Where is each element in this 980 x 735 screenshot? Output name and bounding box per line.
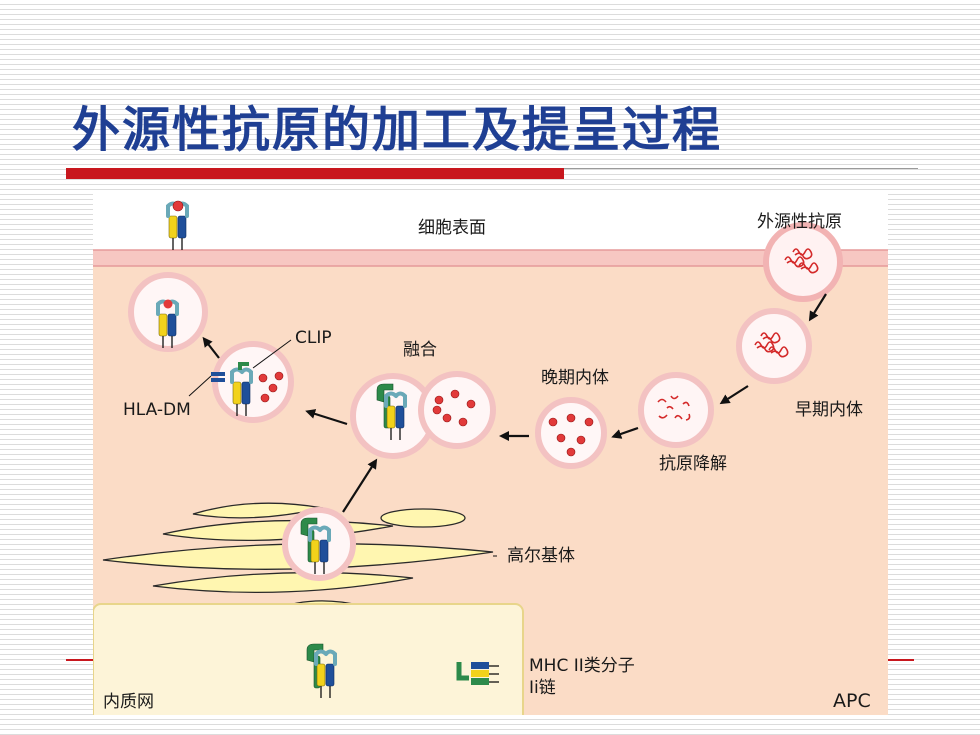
title-accent-bar [66,168,564,179]
antigen-processing-figure: 细胞表面 外源性抗原 CLIP 融合 晚期内体 HLA-DM 早期内体 抗原降解… [92,190,888,735]
exocytic-vesicle [128,272,208,352]
diagram-canvas [92,190,888,735]
early-endosome [736,308,812,384]
plasma-membrane [93,250,888,266]
fusion-vesicles [350,371,496,459]
footer-accent-left [66,659,94,661]
slide-title: 外源性抗原的加工及提呈过程 [72,102,723,158]
title-divider [564,168,918,169]
mhc-loading-compartment [211,341,294,423]
pathway-arrows [202,293,827,513]
footer-accent-right [888,659,914,661]
label-ii-chain: Ii链 [529,678,556,698]
degradation-vesicle [638,372,714,448]
label-antigen-degradation: 抗原降解 [659,454,727,474]
label-hla-dm: HLA-DM [123,400,191,420]
label-exogenous-antigen: 外源性抗原 [757,212,842,232]
late-endosome [535,397,607,469]
label-mhc-ii: MHC II类分子 [529,656,635,676]
golgi-vesicle [282,507,356,581]
surface-mhc-complex [166,200,189,252]
endocytic-vesicle [763,222,843,302]
label-golgi: 高尔基体 [507,546,575,566]
label-clip: CLIP [295,328,332,348]
leader-lines [188,339,497,557]
label-er: 内质网 [103,692,154,712]
label-early-endosome: 早期内体 [795,400,863,420]
endoplasmic-reticulum [92,603,524,735]
label-apc: APC [833,690,871,712]
legend-mhc-ii-chain [456,662,499,685]
label-late-endosome: 晚期内体 [541,368,609,388]
label-cell-surface: 细胞表面 [418,218,486,238]
label-fusion: 融合 [403,340,437,360]
